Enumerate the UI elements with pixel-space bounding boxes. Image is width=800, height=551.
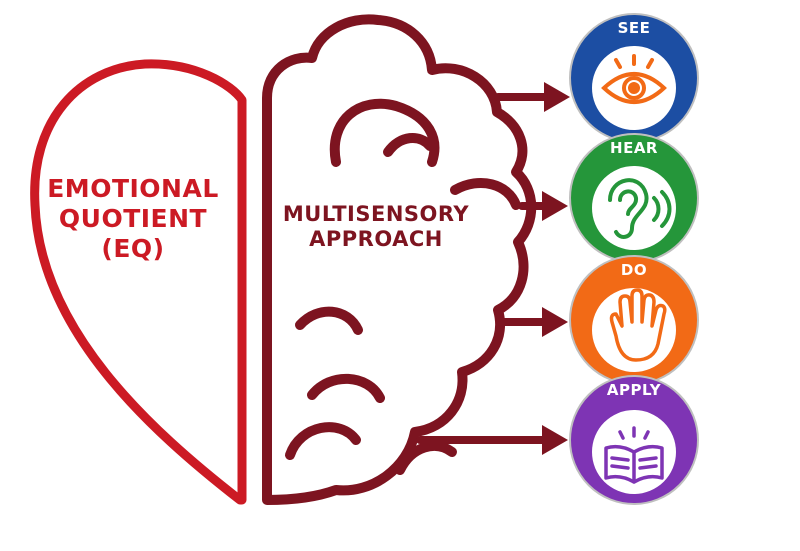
arrow-head-apply (542, 425, 568, 455)
see-badge (569, 13, 699, 143)
brain-fold (329, 98, 440, 167)
eq-label-line2: QUOTIENT (58, 204, 208, 233)
do-badge (569, 255, 699, 385)
eye-icon (601, 54, 667, 104)
hear-title: HEAR (610, 139, 658, 157)
brain-fold (295, 306, 363, 335)
eq-label: EMOTIONAL QUOTIENT (EQ) (18, 174, 248, 264)
multisensory-label-line2: APPROACH (309, 227, 443, 252)
half-heart-outline (30, 59, 247, 505)
hear-badge (569, 133, 699, 263)
hand-icon (609, 288, 667, 362)
ear-icon (608, 178, 672, 239)
arrow-head-hear (542, 191, 568, 221)
multisensory-label: MULTISENSORY APPROACH (256, 202, 496, 252)
brain-fold (383, 133, 435, 157)
brain-fold (285, 422, 361, 460)
brain-fold (307, 373, 385, 403)
eq-label-line3: (EQ) (101, 234, 165, 263)
do-title: DO (620, 261, 648, 279)
multisensory-label-line1: MULTISENSORY (282, 202, 470, 226)
book-icon (604, 426, 664, 484)
eq-label-line1: EMOTIONAL (47, 174, 219, 203)
arrow-head-see (544, 82, 570, 112)
brain-fold (395, 441, 457, 475)
brain-fold (450, 178, 521, 210)
apply-badge (569, 375, 699, 505)
see-title: SEE (617, 19, 651, 37)
half-brain-outline (262, 14, 537, 505)
arrow-head-do (542, 307, 568, 337)
apply-title: APPLY (606, 381, 662, 399)
